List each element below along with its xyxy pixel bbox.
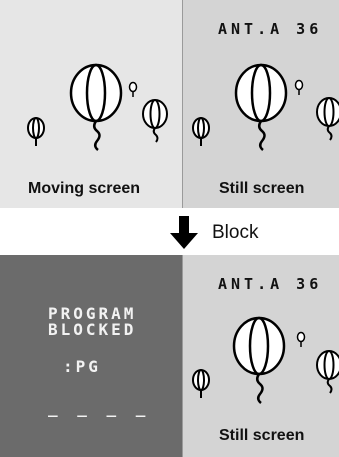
balloon-large-icon xyxy=(69,63,123,151)
balloon-medium-icon xyxy=(142,99,168,143)
balloon-small-icon xyxy=(27,117,45,146)
still-screen-caption-top: Still screen xyxy=(219,180,305,197)
moving-screen-panel: Moving screen xyxy=(0,0,182,208)
balloon-small-icon xyxy=(192,369,210,398)
balloon-tiny-icon xyxy=(128,81,138,97)
program-blocked-panel: PROGRAM BLOCKED :PG _ _ _ _ xyxy=(0,255,182,457)
balloon-large-icon xyxy=(234,63,288,151)
program-label: PROGRAM xyxy=(48,304,137,323)
code-entry-placeholder: _ _ _ _ xyxy=(48,398,151,417)
balloon-medium-icon xyxy=(316,97,339,141)
balloon-small-icon xyxy=(192,117,210,146)
antenna-channel-indicator: ANT.A 36 xyxy=(218,275,323,293)
balloon-medium-icon xyxy=(316,350,339,394)
moving-screen-caption: Moving screen xyxy=(28,180,141,197)
block-transition-label: Block xyxy=(212,222,259,243)
down-arrow-icon xyxy=(168,216,200,250)
still-screen-panel-top: ANT.A 36 Still screen xyxy=(182,0,339,208)
still-screen-panel-bottom: ANT.A 36 Still screen xyxy=(182,255,339,457)
still-screen-caption-bottom: Still screen xyxy=(219,427,305,444)
rating-label: :PG xyxy=(63,357,101,376)
balloon-tiny-icon xyxy=(294,79,304,95)
balloons-illustration-moving xyxy=(27,63,168,151)
balloons-illustration-still-top xyxy=(192,63,339,151)
balloon-tiny-icon xyxy=(296,331,306,347)
balloon-large-icon xyxy=(232,316,286,404)
blocked-label: BLOCKED xyxy=(48,320,137,339)
balloons-illustration-still-bottom xyxy=(192,316,339,404)
antenna-channel-indicator: ANT.A 36 xyxy=(218,20,323,38)
